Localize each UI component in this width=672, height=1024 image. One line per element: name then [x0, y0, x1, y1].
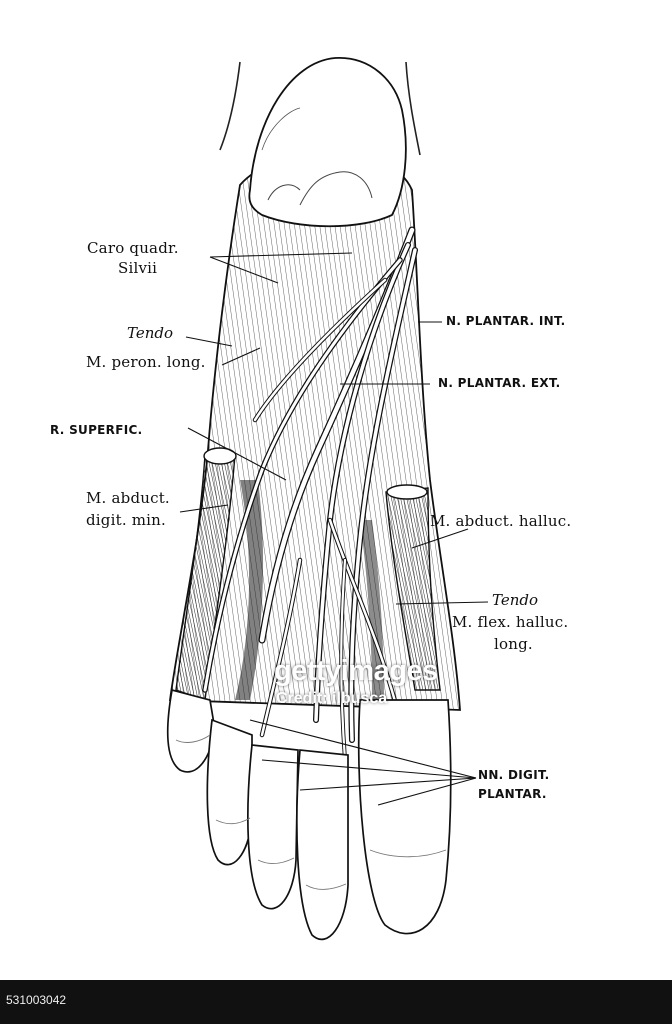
stock-id: 531003042 [6, 993, 67, 1007]
label-m-peron-long: M. peron. long. [86, 353, 206, 371]
heel [248, 57, 407, 228]
label-n-plantar-int: N. PLANTAR. INT. [446, 314, 566, 328]
label-m-flex-halluc: M. flex. halluc. [452, 613, 569, 631]
label-silvii: Silvii [118, 259, 158, 277]
label-m-abduct: M. abduct. [86, 489, 170, 507]
label-tendo-flex: Tendo [492, 591, 539, 609]
label-plantar: PLANTAR. [478, 787, 547, 801]
gettyimages-logo: gettyimages [274, 655, 438, 687]
label-r-superfic: R. SUPERFIC. [50, 423, 143, 437]
watermark-credit: Credit: ilbusca [276, 690, 388, 707]
label-digit-min: digit. min. [86, 511, 167, 529]
label-caro-quadr: Caro quadr. [87, 239, 179, 257]
label-nn-digit: NN. DIGIT. [478, 768, 550, 782]
toe-2 [296, 749, 349, 941]
toe-3 [247, 744, 299, 910]
toe-4 [206, 718, 253, 866]
label-n-plantar-ext: N. PLANTAR. EXT. [438, 376, 561, 390]
footer-bar [0, 980, 672, 1024]
label-m-abduct-halluc: M. abduct. halluc. [430, 512, 572, 530]
label-tendo-peron: Tendo [127, 324, 174, 342]
label-long: long. [494, 635, 533, 653]
toe-1-hallux [357, 699, 452, 935]
